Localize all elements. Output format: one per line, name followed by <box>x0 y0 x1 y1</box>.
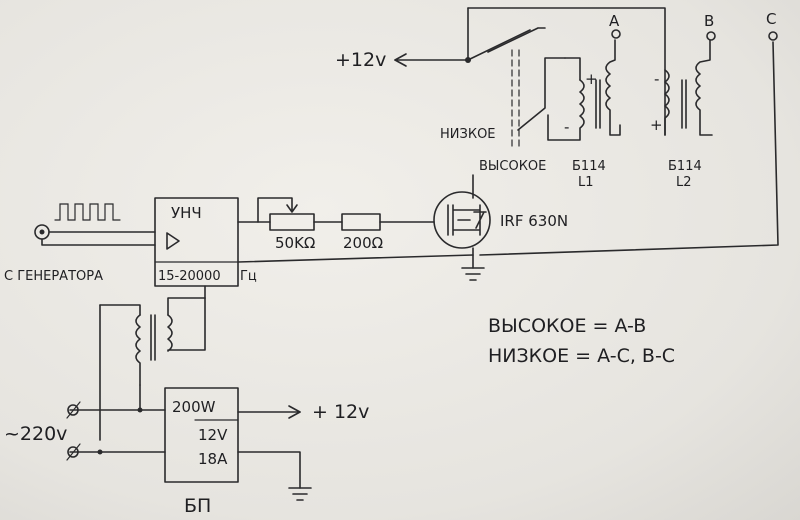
psu-name: БП <box>184 495 211 517</box>
ground-symbol-bottom <box>288 487 312 501</box>
amp-unit: Гц <box>240 269 257 284</box>
pot-wiper <box>257 197 298 223</box>
relay-coupling-dashed <box>511 49 520 151</box>
psu-ground-wire <box>237 451 301 489</box>
label-terminal-b: B <box>704 12 714 30</box>
terminal-a-dot[interactable] <box>611 29 621 39</box>
terminal-c-dot[interactable] <box>768 31 778 41</box>
label-generator: С ГЕНЕРАТОРА <box>4 269 103 284</box>
ground-bus <box>237 254 474 263</box>
psu-voltage: 12V <box>198 426 228 444</box>
coil-l2-name: L2 <box>676 175 692 190</box>
coil-l2-primary <box>664 69 670 136</box>
coil-l1-minus: - <box>564 118 569 136</box>
coil-l1-wire <box>564 57 581 81</box>
transformer-secondary <box>167 297 206 352</box>
mains-terminal-2-slash <box>66 443 81 461</box>
label-12v-top: +12v <box>335 49 386 71</box>
jack-center <box>39 229 45 235</box>
relay-contact-lower <box>517 57 566 131</box>
label-mosfet: IRF 630N <box>500 212 568 230</box>
transformer-primary <box>135 314 141 386</box>
terminal-c-wire <box>479 41 779 256</box>
coil-l2-minus: - <box>654 70 659 88</box>
amp-triangle-icon <box>166 232 180 250</box>
transformer-to-amp <box>167 297 206 316</box>
potentiometer-50k <box>269 213 315 231</box>
junction-dot-3 <box>137 407 143 413</box>
square-wave-icon <box>54 203 121 221</box>
mains-terminal-2[interactable] <box>67 446 79 458</box>
amp-range: 15-20000 <box>158 269 221 284</box>
legend-high: ВЫСОКОЕ = A-B <box>488 315 646 337</box>
relay-feed-wire <box>394 7 469 61</box>
amp-name: УНЧ <box>171 204 202 222</box>
terminal-b-dot[interactable] <box>706 31 716 41</box>
junction-dot-2 <box>97 449 103 455</box>
psu-block <box>164 387 239 483</box>
coil-l1-secondary <box>605 39 621 136</box>
label-terminal-a: A <box>609 12 620 30</box>
resistor-200 <box>341 213 381 231</box>
coil-l1-primary <box>547 79 585 141</box>
transformer-wire-top <box>99 304 141 316</box>
arrow-12v-bottom <box>288 405 301 419</box>
coil-l2-part: Б114 <box>668 159 702 174</box>
coil-l1-core <box>595 79 601 129</box>
transformer-core <box>150 314 156 361</box>
coil-l2-core <box>681 79 687 129</box>
label-relay-high: ВЫСОКОЕ <box>479 159 546 174</box>
label-terminal-c: C <box>766 10 776 28</box>
coil-l1-plus: + <box>585 70 598 88</box>
mosfet-internals <box>447 204 487 236</box>
relay-blade <box>467 29 531 61</box>
coil-l1-name: L1 <box>578 175 594 190</box>
psu-current: 18A <box>198 450 228 468</box>
label-pot-value: 50KΩ <box>275 234 315 252</box>
label-relay-low: НИЗКОЕ <box>440 127 496 142</box>
top-bus-wire <box>467 7 666 136</box>
generator-ground-wire <box>41 238 156 246</box>
coil-l2-secondary <box>695 39 713 136</box>
label-res-value: 200Ω <box>343 234 383 252</box>
label-mains: ~220v <box>4 423 67 445</box>
psu-power: 200W <box>172 398 216 416</box>
arrow-12v-top <box>394 53 407 67</box>
coil-l2-plus: + <box>650 116 663 134</box>
coil-l1-part: Б114 <box>572 159 606 174</box>
legend-low: НИЗКОЕ = A-C, B-C <box>488 345 675 367</box>
relay-contact-upper <box>487 27 546 53</box>
ground-symbol-top <box>461 267 485 281</box>
mains-terminal-1-slash <box>66 401 81 419</box>
amplifier-block <box>154 197 239 287</box>
mosfet-symbol <box>433 191 491 249</box>
mains-terminal-1[interactable] <box>67 404 79 416</box>
label-12v-bottom: + 12v <box>312 401 369 423</box>
